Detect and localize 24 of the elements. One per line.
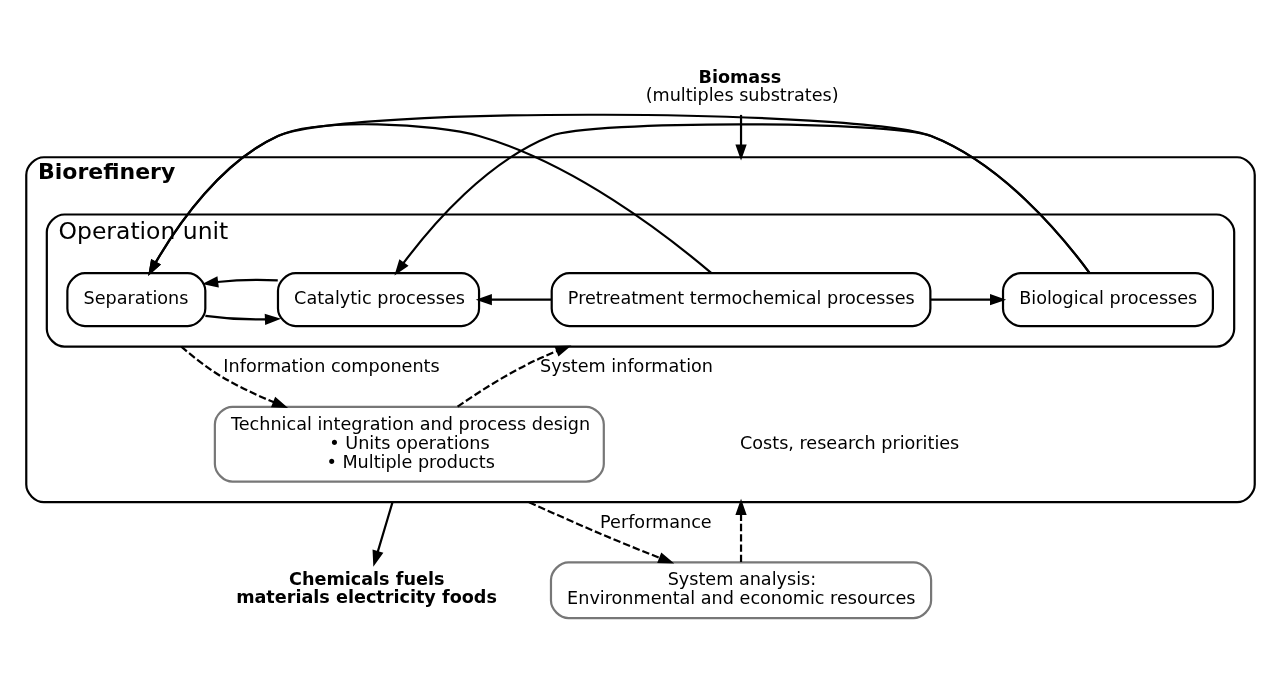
arrow bbox=[456, 345, 572, 408]
arrow bbox=[372, 501, 394, 567]
arrow bbox=[148, 123, 712, 276]
node-box: Pretreatment termochemical processes bbox=[550, 272, 932, 328]
arrow bbox=[180, 345, 289, 408]
node-box: Catalytic processes bbox=[276, 272, 481, 328]
arrow bbox=[148, 113, 1091, 276]
node-box: Biological processes bbox=[1001, 272, 1214, 328]
node-box: Separations bbox=[66, 272, 207, 328]
arrow bbox=[735, 114, 747, 161]
node-text: Biomass (multiples substrates) bbox=[645, 67, 839, 105]
edge-label: Information components bbox=[223, 356, 440, 377]
arrow bbox=[735, 498, 747, 562]
node-box: System analysis: Environmental and economic resources bbox=[549, 561, 933, 620]
node-box: Technical integration and process design • Units operations • Multiple products bbox=[213, 405, 605, 483]
arrow bbox=[475, 293, 552, 306]
edge-label: System information bbox=[540, 356, 714, 377]
edge-label: Costs, research priorities bbox=[739, 432, 960, 453]
arrow bbox=[528, 501, 675, 564]
arrow bbox=[202, 276, 278, 288]
node-text: Chemicals fuels materials electricity foods bbox=[236, 569, 497, 607]
edge-label: Performance bbox=[600, 512, 712, 533]
arrow bbox=[205, 313, 282, 326]
arrow bbox=[930, 293, 1007, 306]
